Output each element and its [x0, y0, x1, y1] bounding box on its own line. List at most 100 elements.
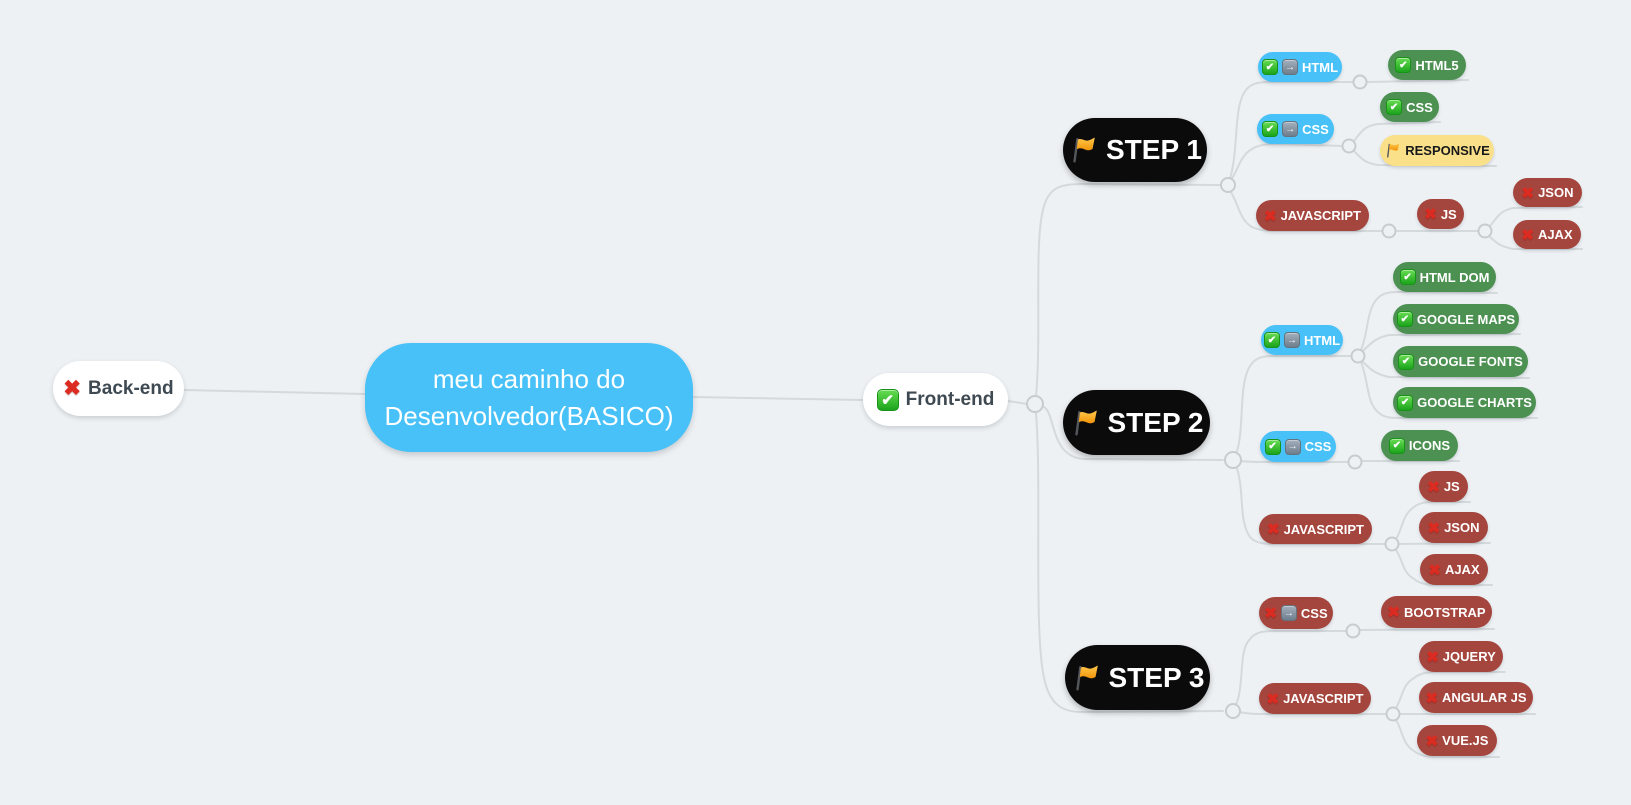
node-label: GOOGLE MAPS	[1416, 311, 1516, 327]
cross-icon: ✖	[1264, 605, 1277, 622]
node-s3-vuejs[interactable]: ✖VUE.JS	[1417, 725, 1497, 756]
check-icon: ✔	[1399, 269, 1416, 285]
junction-dot[interactable]	[1341, 138, 1357, 154]
cross-icon: ✖	[1427, 519, 1441, 537]
node-s1-js[interactable]: ✖JS	[1417, 199, 1464, 229]
junction-dot[interactable]	[1477, 223, 1493, 239]
junction-dot[interactable]	[1224, 451, 1242, 469]
node-s1-html[interactable]: ✔→HTML	[1258, 52, 1342, 82]
node-label: HTML	[1301, 59, 1339, 75]
node-label: CSS	[1304, 439, 1332, 454]
node-step3[interactable]: STEP 3	[1065, 645, 1210, 710]
node-s2-gcharts[interactable]: ✔GOOGLE CHARTS	[1393, 387, 1536, 418]
node-label: JS	[1440, 206, 1457, 222]
node-s3-javascript[interactable]: ✖JAVASCRIPT	[1259, 683, 1371, 714]
node-s2-css[interactable]: ✔→CSS	[1260, 431, 1336, 462]
node-s2-icons[interactable]: ✔ICONS	[1381, 430, 1458, 461]
node-label: BOOTSTRAP	[1403, 604, 1486, 620]
junction-dot[interactable]	[1026, 395, 1044, 413]
node-label: RESPONSIVE	[1405, 143, 1490, 158]
cross-icon: ✖	[1424, 206, 1437, 223]
connector-s2-json	[1398, 542, 1491, 545]
node-s1-css[interactable]: ✔→CSS	[1257, 114, 1334, 144]
node-backend[interactable]: ✖ Back-end	[53, 361, 184, 416]
cross-icon: ✖	[63, 377, 82, 400]
check-icon: ✔	[1262, 121, 1279, 137]
flag-icon	[1071, 663, 1101, 693]
node-s2-htmldom[interactable]: ✔HTML DOM	[1393, 262, 1496, 292]
node-s2-json[interactable]: ✖JSON	[1419, 512, 1488, 543]
cross-icon: ✖	[1387, 604, 1400, 621]
node-s1-css-done[interactable]: ✔CSS	[1380, 92, 1439, 122]
junction-dot[interactable]	[1384, 536, 1400, 552]
node-central[interactable]: meu caminho do Desenvolvedor(BASICO)	[365, 343, 693, 452]
junction-dot[interactable]	[1225, 703, 1241, 719]
junction-dot[interactable]	[1345, 623, 1361, 639]
check-icon: ✔	[1396, 311, 1413, 327]
arrow-icon: →	[1281, 59, 1298, 75]
node-s2-ajax[interactable]: ✖AJAX	[1420, 554, 1488, 585]
node-step2[interactable]: STEP 2	[1063, 390, 1210, 455]
node-s1-javascript[interactable]: ✖JAVASCRIPT	[1256, 200, 1369, 231]
node-label: JS	[1443, 479, 1460, 494]
node-s2-html[interactable]: ✔→HTML	[1261, 325, 1343, 355]
node-label: CSS	[1300, 605, 1328, 621]
check-icon: ✔	[1398, 353, 1415, 370]
flag-icon	[1068, 135, 1098, 165]
cross-icon: ✖	[1267, 521, 1280, 538]
node-s3-css[interactable]: ✖→CSS	[1259, 597, 1333, 629]
node-label: meu caminho do Desenvolvedor(BASICO)	[384, 363, 674, 431]
check-icon: ✔	[1261, 59, 1278, 75]
check-icon: ✔	[1388, 437, 1405, 454]
node-label: CSS	[1302, 121, 1329, 137]
connector-frontend-stub	[1007, 400, 1028, 405]
flag-icon	[1070, 408, 1100, 438]
node-label: ANGULAR JS	[1442, 690, 1527, 705]
junction-dot[interactable]	[1347, 454, 1363, 470]
cross-icon: ✖	[1426, 648, 1439, 666]
check-icon: ✔	[1386, 99, 1403, 115]
node-frontend[interactable]: ✔Front-end	[863, 373, 1008, 426]
node-label: HTML	[1303, 332, 1341, 348]
junction-dot[interactable]	[1350, 348, 1366, 364]
node-s1-ajax[interactable]: ✖AJAX	[1513, 220, 1581, 249]
check-icon: ✔	[1263, 332, 1280, 348]
node-label: GOOGLE CHARTS	[1417, 395, 1532, 410]
node-label: JSON	[1444, 520, 1480, 535]
cross-icon: ✖	[1264, 207, 1277, 225]
node-label: CSS	[1406, 99, 1433, 115]
node-label: JQUERY	[1442, 649, 1496, 664]
node-label: GOOGLE FONTS	[1418, 354, 1523, 369]
junction-dot[interactable]	[1352, 74, 1368, 90]
junction-dot[interactable]	[1220, 177, 1236, 193]
node-s3-angular[interactable]: ✖ANGULAR JS	[1419, 682, 1533, 713]
node-s2-javascript[interactable]: ✖JAVASCRIPT	[1259, 514, 1372, 544]
cross-icon: ✖	[1425, 732, 1439, 750]
node-label: STEP 2	[1107, 406, 1204, 438]
arrow-icon: →	[1282, 121, 1299, 137]
node-s3-bootstrap[interactable]: ✖BOOTSTRAP	[1381, 596, 1492, 628]
node-label: Back-end	[88, 377, 174, 399]
node-s3-jquery[interactable]: ✖JQUERY	[1419, 641, 1503, 672]
node-label: JSON	[1538, 185, 1574, 200]
node-s1-responsive[interactable]: RESPONSIVE	[1380, 135, 1494, 166]
arrow-icon: →	[1283, 332, 1300, 348]
node-label: ICONS	[1408, 438, 1451, 453]
cross-icon: ✖	[1521, 226, 1534, 244]
junction-dot[interactable]	[1385, 706, 1401, 722]
node-s1-html5[interactable]: ✔HTML5	[1388, 50, 1466, 80]
node-s2-gmaps[interactable]: ✔GOOGLE MAPS	[1393, 304, 1519, 334]
node-label: Front-end	[905, 388, 995, 410]
check-icon: ✔	[1397, 394, 1414, 411]
node-s2-gfonts[interactable]: ✔GOOGLE FONTS	[1393, 346, 1528, 377]
node-s2-js[interactable]: ✖JS	[1419, 471, 1468, 502]
node-label: HTML DOM	[1419, 269, 1490, 285]
node-step1[interactable]: STEP 1	[1063, 118, 1207, 182]
junction-dot[interactable]	[1381, 223, 1397, 239]
node-label: STEP 3	[1108, 661, 1205, 693]
cross-icon: ✖	[1427, 478, 1440, 496]
cross-icon: ✖	[1425, 689, 1439, 707]
cross-icon: ✖	[1428, 561, 1441, 579]
node-s1-json[interactable]: ✖JSON	[1513, 178, 1582, 207]
